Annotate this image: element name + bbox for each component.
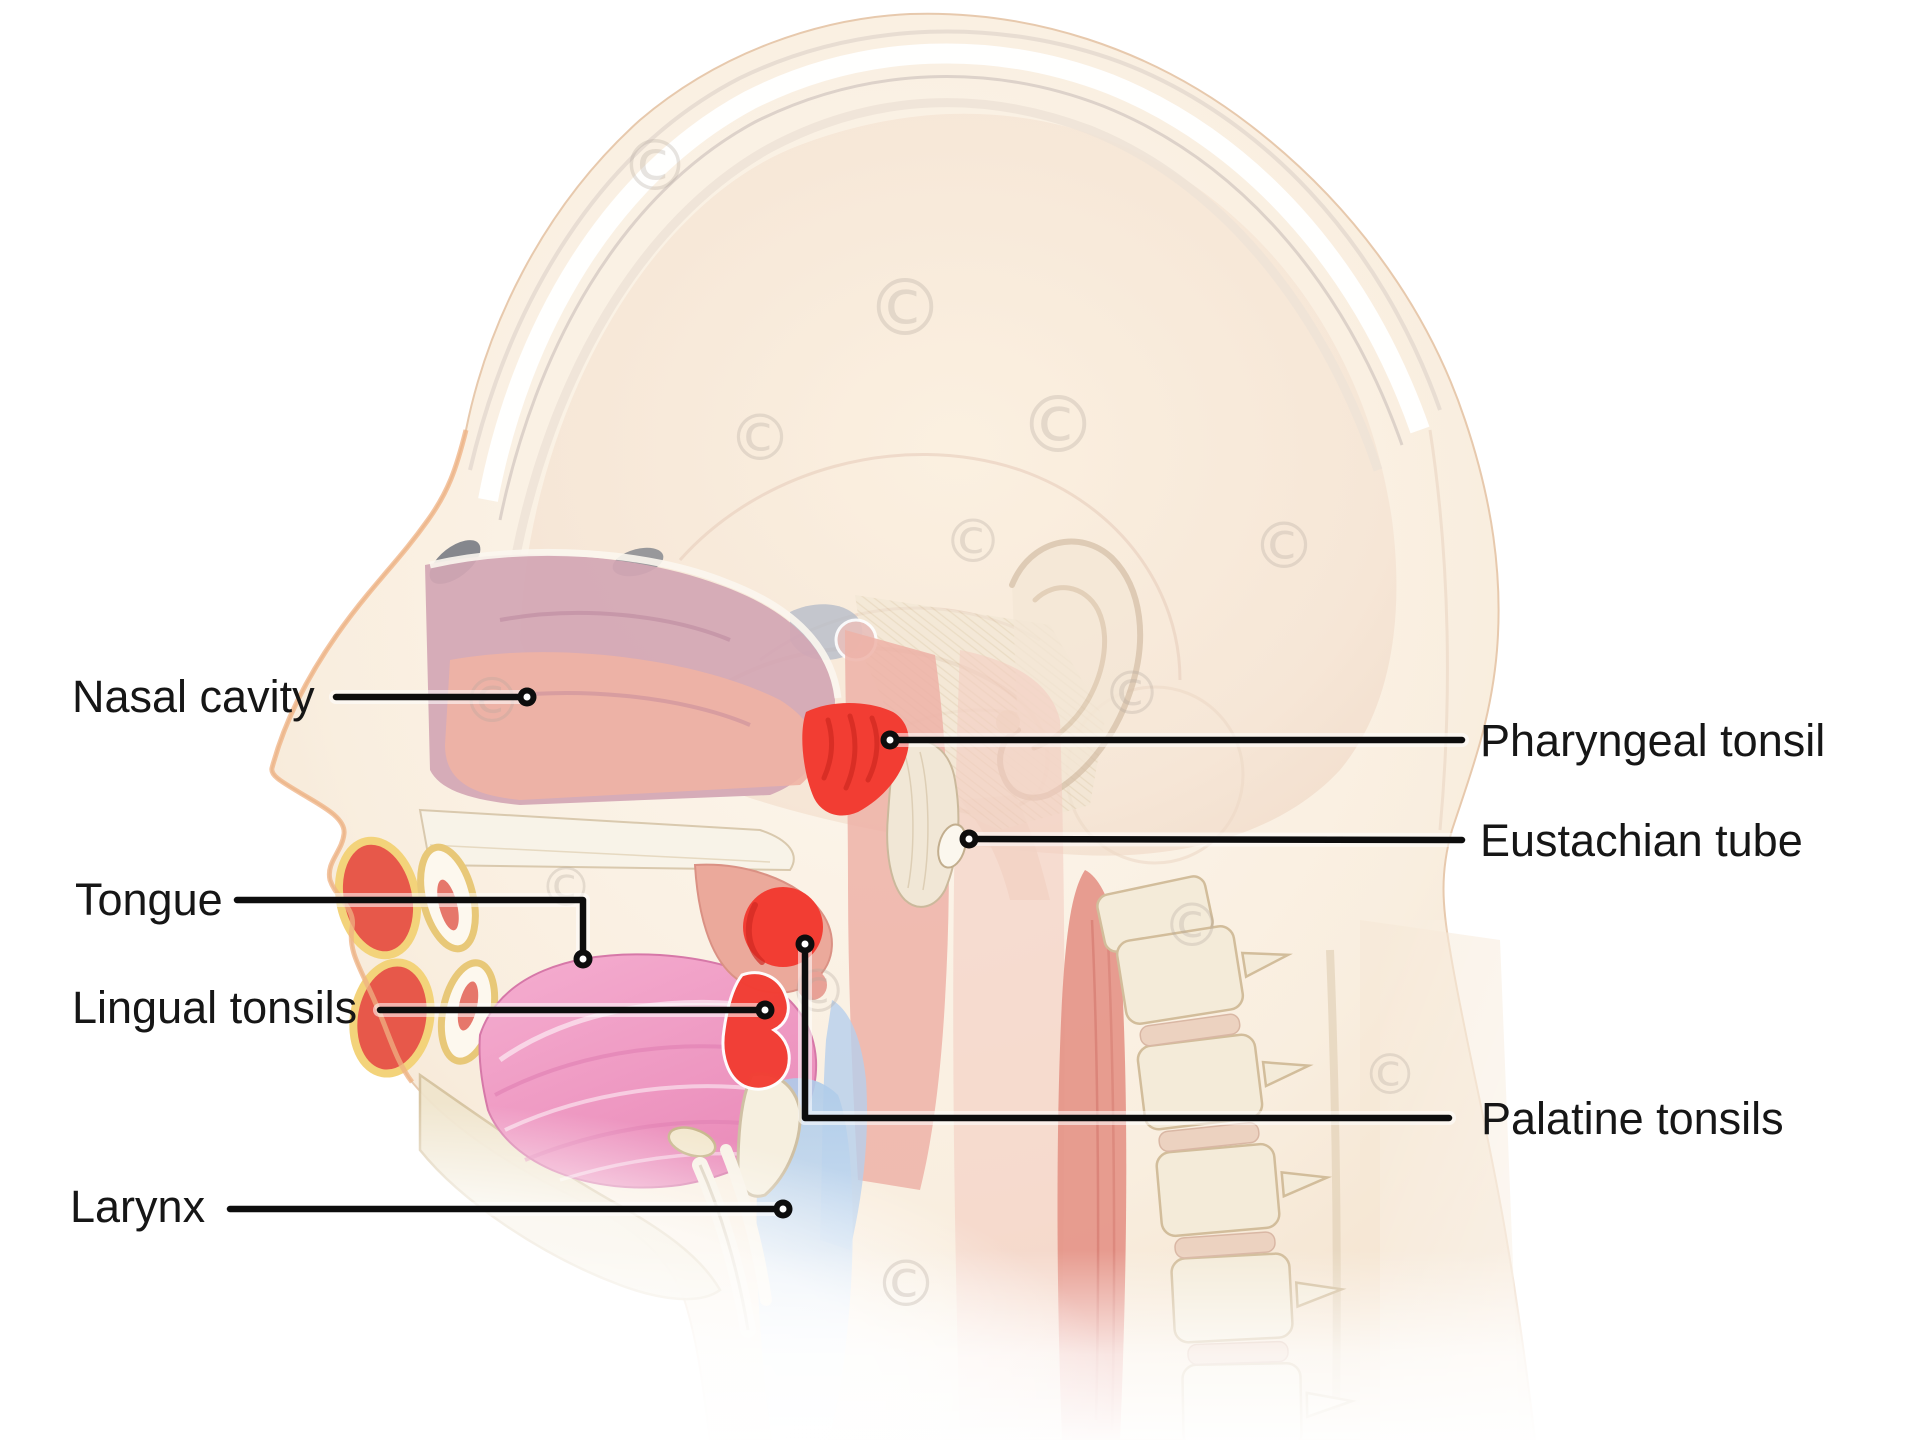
- face-profile-rim: [269, 429, 469, 1084]
- copyright-watermark-icon: ©: [728, 402, 792, 476]
- leader-dot-hole-eustachian-tube: [965, 835, 973, 843]
- leader-line-palatine-tonsils: [801, 946, 1453, 1122]
- copyright-watermark-icon: ©: [1252, 510, 1316, 584]
- skull-dome: [468, 29, 1449, 831]
- eustachian-tube-region: [886, 738, 967, 908]
- copyright-watermark-icon: ©: [1362, 1043, 1418, 1108]
- leader-dot-hole-palatine-tonsils: [801, 940, 809, 948]
- leader-dot-hole-lingual-tonsils: [761, 1006, 769, 1014]
- copyright-watermark-icon: ©: [620, 125, 690, 207]
- leader-glow-tongue: [230, 893, 590, 962]
- leader-glow-palatine-tonsils: [798, 943, 1456, 1125]
- copyright-watermark-icon: ©: [1102, 659, 1162, 729]
- copyright-watermark-icon: ©: [1162, 891, 1222, 961]
- copyright-watermark-icon: ©: [1019, 381, 1097, 471]
- leader-dot-hole-pharyngeal-tonsil: [886, 736, 894, 744]
- nasal-cavity-region: [425, 548, 842, 805]
- leader-line-eustachian-tube: [965, 835, 1466, 844]
- leader-dot-hole-nasal-cavity: [523, 693, 531, 701]
- leader-dot-hole-larynx: [779, 1205, 787, 1213]
- watermark-layer: ©©©©©©©©©©©©©: [461, 125, 1418, 1322]
- copyright-watermark-icon: ©: [866, 264, 944, 354]
- leader-dot-hole-tongue: [579, 955, 587, 963]
- copyright-watermark-icon: ©: [874, 1248, 938, 1322]
- fade-overlays: [0, 920, 1920, 1440]
- copyright-watermark-icon: ©: [943, 507, 1003, 577]
- leader-line-tongue: [233, 896, 587, 959]
- lingual-tonsils-region: [721, 971, 791, 1091]
- tonsils-highlight: [721, 703, 909, 1091]
